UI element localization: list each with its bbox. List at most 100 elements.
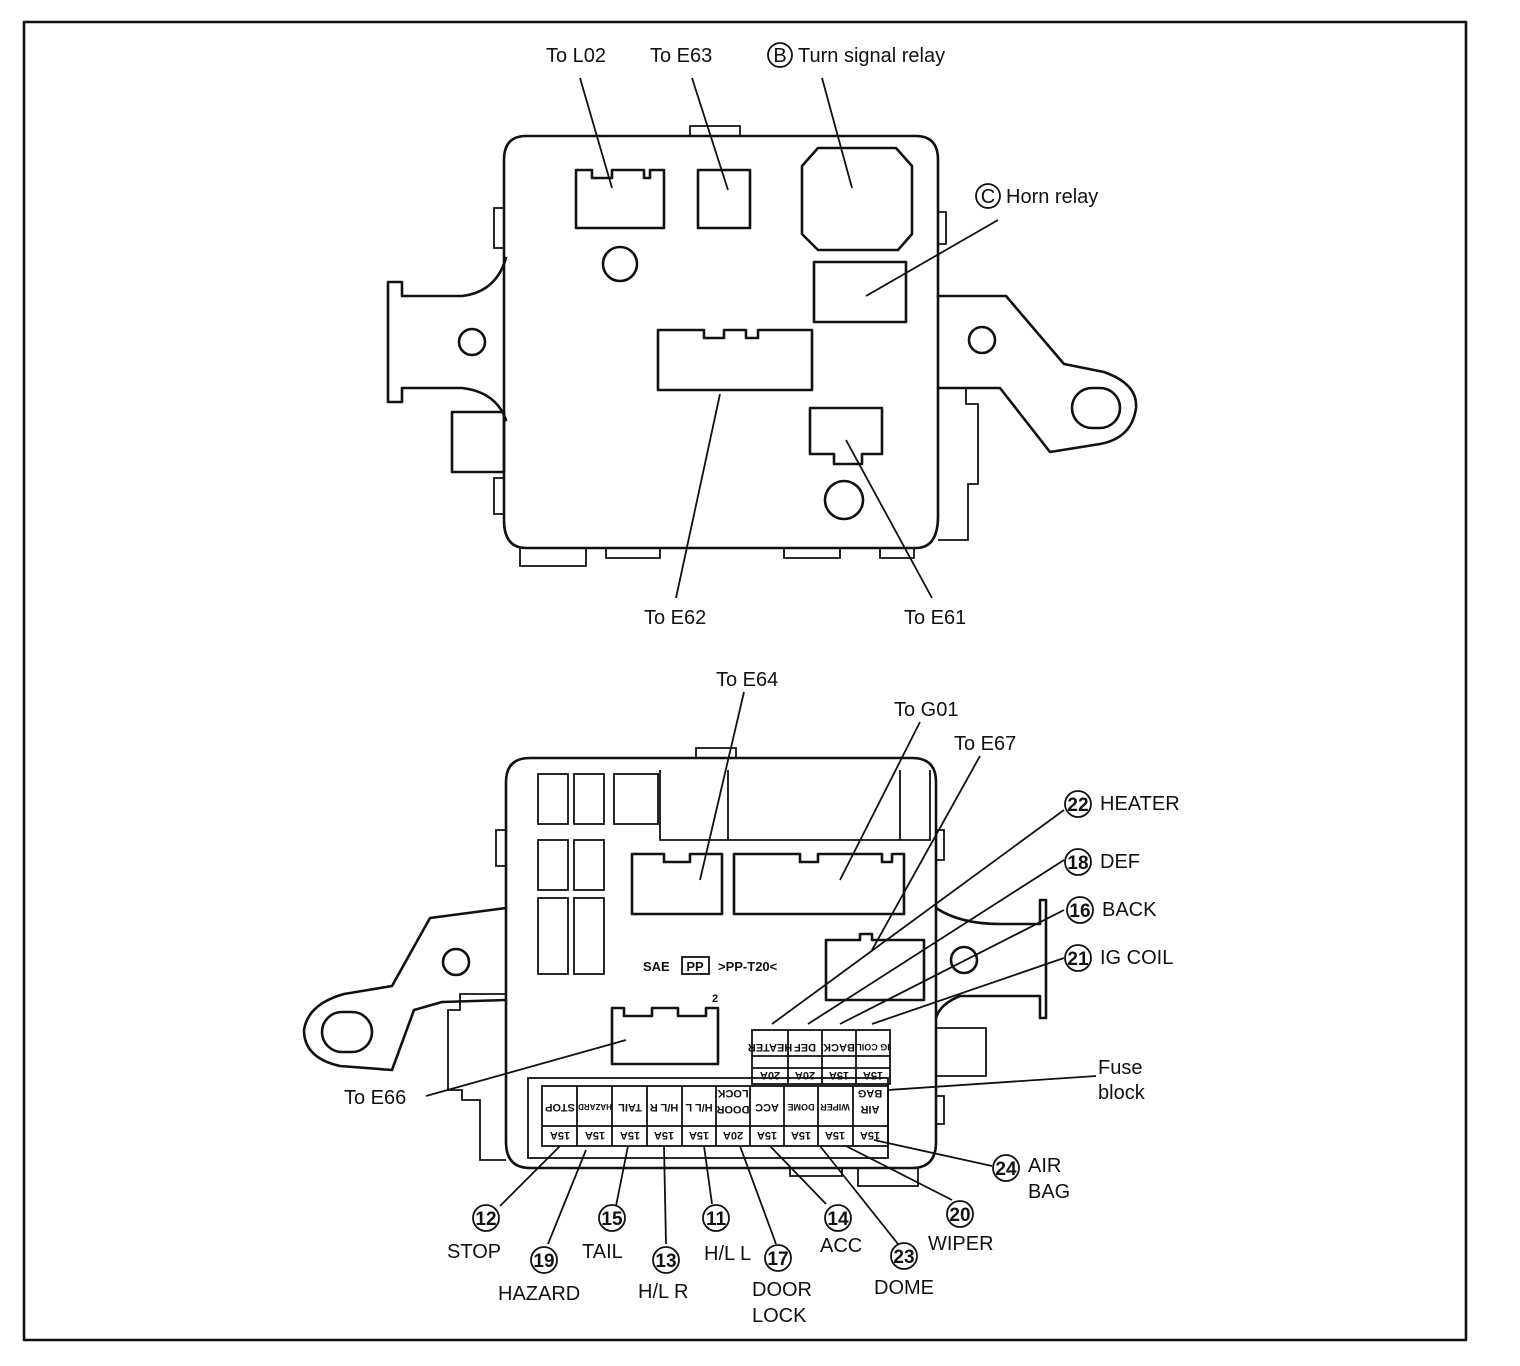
fuse-amp: 15A (550, 1129, 570, 1141)
bottom-top-tab (695, 747, 737, 758)
fuse-name: DOME (788, 1102, 815, 1112)
callout-number: 12 (475, 1209, 496, 1230)
callout-number: 14 (827, 1209, 849, 1230)
callout-number: 17 (767, 1249, 788, 1270)
fuse-dome: DOME 15A (788, 1102, 815, 1141)
letter-b: B (773, 45, 786, 67)
fuse-def: DEF 20A (794, 1041, 816, 1081)
top-left-bracket (386, 256, 508, 422)
fuse-door-lock: LOCK DOOR 20A (716, 1087, 749, 1141)
right-lower-stack (938, 387, 979, 541)
connector-e67 (824, 932, 926, 1002)
bottom-right-bracket-hole (949, 945, 979, 975)
callout-11-hl-l: 11 H/L L (702, 1204, 751, 1265)
callout-22-heater: 22 HEATER (1064, 790, 1180, 818)
callout-label: STOP (447, 1241, 501, 1263)
callout-label: DOME (874, 1277, 934, 1299)
callout-24-air-bag: 24 AIR BAG (992, 1154, 1070, 1203)
fuse-amp: 15A (860, 1129, 880, 1141)
mini-block-1 (537, 773, 569, 825)
fuse-air-bag: BAG AIR 15A (858, 1087, 882, 1141)
label-to-e64: To E64 (716, 669, 778, 691)
mini-block-5 (573, 839, 605, 891)
callout-number: 20 (949, 1205, 970, 1226)
callout-number: 15 (601, 1209, 623, 1230)
fuse-name: HEATER (748, 1041, 792, 1053)
callout-17-door-lock: 17 DOOR LOCK (752, 1244, 812, 1327)
fuse-name: DEF (794, 1041, 816, 1053)
mini-block-7 (573, 897, 605, 975)
fuse-amp: 15A (863, 1069, 883, 1081)
sae-mark-2: PP (686, 959, 704, 974)
turn-signal-relay-box (800, 146, 914, 252)
left-side-block (450, 410, 506, 474)
sae-mark-3: >PP-T20< (718, 959, 778, 974)
top-right-bracket-slot (1070, 386, 1122, 430)
connector-e63 (696, 168, 752, 230)
callout-15-tail: 15 TAIL (582, 1204, 626, 1263)
callout-label: H/L R (638, 1281, 688, 1303)
label-to-e63: To E63 (650, 45, 712, 67)
fuse-name-1: AIR (860, 1103, 879, 1115)
label-to-e61: To E61 (904, 607, 966, 629)
bottom-left-tab (495, 829, 506, 867)
bottom-foot-3 (783, 548, 841, 559)
connector-e66 (610, 1006, 720, 1066)
bottom-left-bracket (302, 906, 508, 1072)
label-to-e67: To E67 (954, 733, 1016, 755)
mini-block-3 (613, 773, 659, 825)
callout-label: WIPER (928, 1233, 994, 1255)
left-tab-2 (493, 477, 504, 515)
bottom-foot-2 (605, 548, 661, 559)
callout-13-hl-r: 13 H/L R (638, 1246, 688, 1303)
callout-label: ACC (820, 1235, 862, 1257)
bottom-view: 2 SAE PP >PP-T20< HEATER 20A DEF 20A BAC… (302, 669, 1180, 1327)
bottom-right-tab (936, 829, 945, 861)
connector-pin-number: 2 (712, 993, 718, 1005)
mini-block-4 (537, 839, 569, 891)
diagram-frame (22, 20, 1468, 1342)
callout-label: DEF (1100, 851, 1140, 873)
label-to-g01: To G01 (894, 699, 958, 721)
relay-recess (659, 770, 931, 841)
callout-label: HAZARD (498, 1283, 580, 1305)
top-right-bracket-hole (967, 325, 997, 355)
callout-12-stop: 12 STOP (447, 1204, 501, 1263)
fuse-name: HAZARD (578, 1102, 612, 1111)
fuse-name: STOP (545, 1101, 575, 1113)
fuse-name: ACC (755, 1101, 779, 1113)
top-tab (689, 125, 741, 136)
fuse-hl-l: H/L L 15A (685, 1101, 713, 1141)
label-to-l02: To L02 (546, 45, 606, 67)
fuse-stop: STOP 15A (545, 1101, 575, 1141)
connector-g01 (732, 852, 906, 916)
fuse-hl-r: H/L R 15A (650, 1101, 679, 1141)
upper-fuse-block: HEATER 20A DEF 20A BACK 15A IG COIL 15A (748, 1029, 891, 1085)
fuse-name: TAIL (618, 1101, 642, 1113)
bottom-foot-1 (519, 548, 587, 567)
callout-number: 19 (533, 1251, 554, 1272)
fuse-amp: 15A (620, 1129, 640, 1141)
fuse-amp: 15A (825, 1129, 845, 1141)
fuse-name-2: LOCK (717, 1087, 748, 1099)
callout-label: HEATER (1100, 793, 1180, 815)
fuse-amp: 15A (791, 1129, 811, 1141)
bottom-right-bracket (934, 898, 1048, 1020)
lower-fuse-block: STOP 15A HAZARD 15A TAIL 15A H/L R 15A H… (527, 1077, 889, 1159)
callout-23-dome: 23 DOME (874, 1242, 934, 1299)
callout-label-1: DOOR (752, 1279, 812, 1301)
bottom-left-bracket-hole (441, 947, 471, 977)
label-to-e66: To E66 (344, 1087, 406, 1109)
callout-label-1: AIR (1028, 1155, 1061, 1177)
fuse-name: H/L R (650, 1101, 679, 1113)
letter-c: C (981, 186, 995, 208)
fuse-name: H/L L (685, 1101, 713, 1113)
left-tab-1 (493, 207, 504, 249)
connector-l02 (574, 168, 666, 230)
circle-letter-c (975, 183, 1001, 209)
fuse-name: WIPER (820, 1102, 850, 1112)
top-view: To L02 To E63 B Turn signal relay C Horn… (386, 42, 1138, 629)
callout-number: 16 (1069, 901, 1090, 922)
top-mount-hole-1 (601, 245, 639, 283)
